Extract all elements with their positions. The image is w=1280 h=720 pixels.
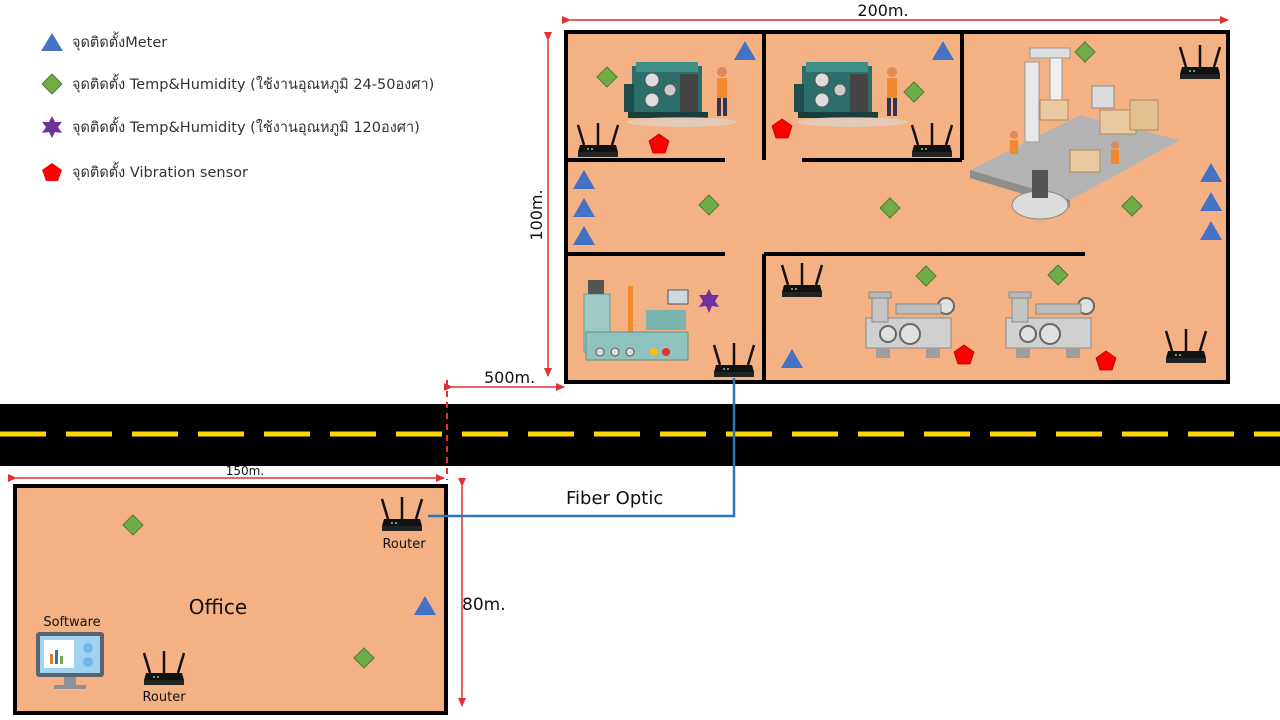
legend-row-hot-temp: จุดติดตั้ง Temp&Humidity (ใช้งานอุณหภูมิ… (40, 113, 420, 141)
office-height-label: 80m. (462, 595, 506, 615)
legend-row-vibration: จุดติดตั้ง Vibration sensor (40, 158, 248, 186)
software-label: Software (43, 615, 100, 630)
red-pentagon-icon (42, 163, 62, 181)
router-label: Router (142, 690, 186, 705)
legend-row-temp: จุดติดตั้ง Temp&Humidity (ใช้งานอุณหภูมิ… (40, 70, 434, 98)
fiber-optic-link (428, 378, 736, 518)
office-label: Office (189, 595, 247, 619)
road-distance-label: 500m. (484, 368, 535, 387)
factory-walls (566, 32, 1085, 382)
legend-label-hot-temp: จุดติดตั้ง Temp&Humidity (ใช้งานอุณหภูมิ… (72, 119, 420, 136)
factory-height-label: 100m. (527, 189, 546, 240)
blue-triangle-icon (41, 33, 63, 51)
warehouse-robot-illustration (970, 47, 1180, 220)
fiber-optic-label: Fiber Optic (566, 488, 663, 509)
purple-star-icon (42, 116, 62, 138)
legend-label-temp: จุดติดตั้ง Temp&Humidity (ใช้งานอุณหภูมิ… (72, 76, 435, 93)
factory-width-label: 200m. (857, 1, 908, 20)
production-line-illustration (583, 280, 689, 361)
computer-monitor-icon (36, 632, 104, 689)
green-diamond-icon (41, 73, 63, 95)
router-label: Router (382, 537, 426, 552)
legend-label-vibration: จุดติดตั้ง Vibration sensor (72, 164, 248, 181)
office-width-label: 150m. (226, 464, 264, 478)
legend-row-meter: จุดติดตั้งMeter (40, 28, 167, 56)
legend-label-meter: จุดติดตั้งMeter (72, 34, 168, 51)
